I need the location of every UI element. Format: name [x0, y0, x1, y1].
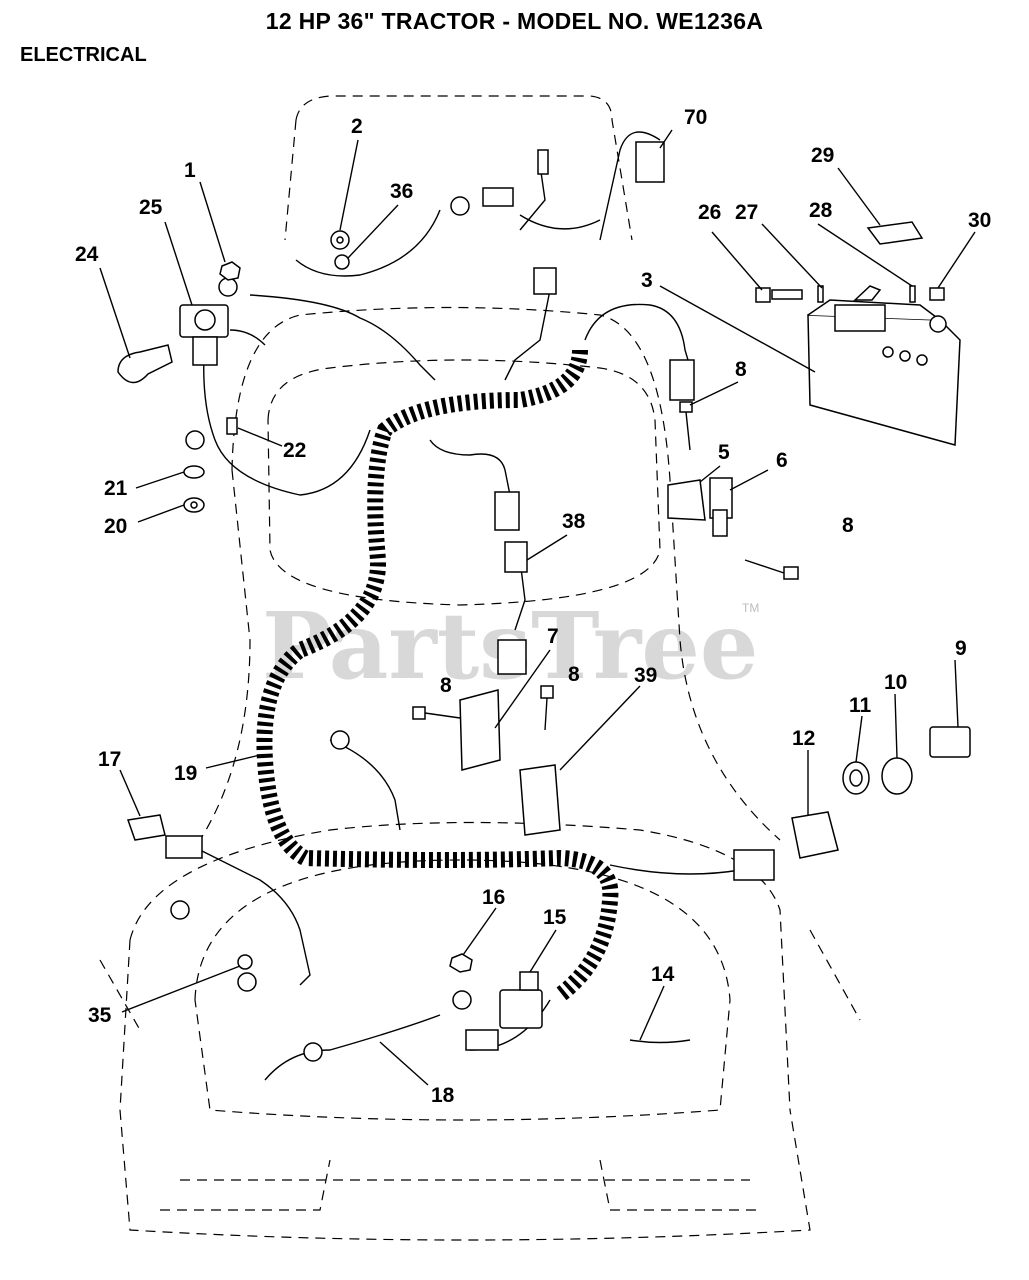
callout-70: 70: [684, 106, 707, 129]
tractor-outline: [99, 95, 861, 1241]
callout-27: 27: [735, 201, 758, 224]
callout-39: 39: [634, 664, 657, 687]
callout-2: 2: [351, 115, 363, 138]
page-title: 12 HP 36" TRACTOR - MODEL NO. WE1236A: [265, 8, 764, 34]
callout-38: 38: [562, 510, 586, 533]
coiled-harness: [256, 349, 619, 1002]
terminal-boot: [117, 344, 173, 384]
callout-8-right: 8: [842, 514, 854, 537]
callout-6: 6: [776, 449, 788, 472]
solenoid: [179, 304, 229, 366]
callout-17: 17: [98, 748, 121, 771]
battery-hardware: [755, 221, 924, 303]
callout-7: 7: [547, 625, 559, 648]
callout-25: 25: [139, 196, 163, 219]
callout-28: 28: [809, 199, 833, 222]
brackets-and-switches: [126, 477, 971, 1044]
callout-15: 15: [543, 906, 567, 929]
callout-30: 30: [968, 209, 991, 232]
callout-36: 36: [390, 180, 413, 203]
part-ring-terminals: [170, 196, 472, 1062]
callout-19: 19: [174, 762, 197, 785]
callout-24: 24: [75, 243, 99, 266]
callout-16: 16: [482, 886, 505, 909]
callout-9: 9: [955, 637, 967, 660]
section-title: ELECTRICAL: [20, 44, 147, 66]
callout-29: 29: [811, 144, 834, 167]
bolts: [412, 401, 799, 731]
callout-11: 11: [849, 694, 872, 717]
nuts-and-washers: [183, 261, 945, 973]
callout-8-mid: 8: [568, 663, 580, 686]
callout-20: 20: [104, 515, 127, 538]
callout-21: 21: [104, 477, 128, 500]
callout-labels: 70 2 36 1 25 24 29 26 27 28 30 3 8 22 21…: [75, 106, 991, 1107]
callout-18: 18: [431, 1084, 455, 1107]
battery: [807, 299, 961, 446]
wiring: [199, 131, 741, 1081]
callout-10: 10: [884, 671, 907, 694]
connectors: [465, 141, 775, 1051]
leader-lines: [99, 129, 976, 1086]
callout-8-top: 8: [735, 358, 747, 381]
watermark-tm: TM: [742, 601, 759, 615]
callout-35: 35: [88, 1004, 112, 1027]
callout-3: 3: [641, 269, 653, 292]
callout-22: 22: [283, 439, 306, 462]
callout-1: 1: [184, 159, 196, 182]
callout-8-left: 8: [440, 674, 452, 697]
callout-14: 14: [651, 963, 675, 986]
callout-26: 26: [698, 201, 721, 224]
callout-5: 5: [718, 441, 730, 464]
callout-12: 12: [792, 727, 815, 750]
